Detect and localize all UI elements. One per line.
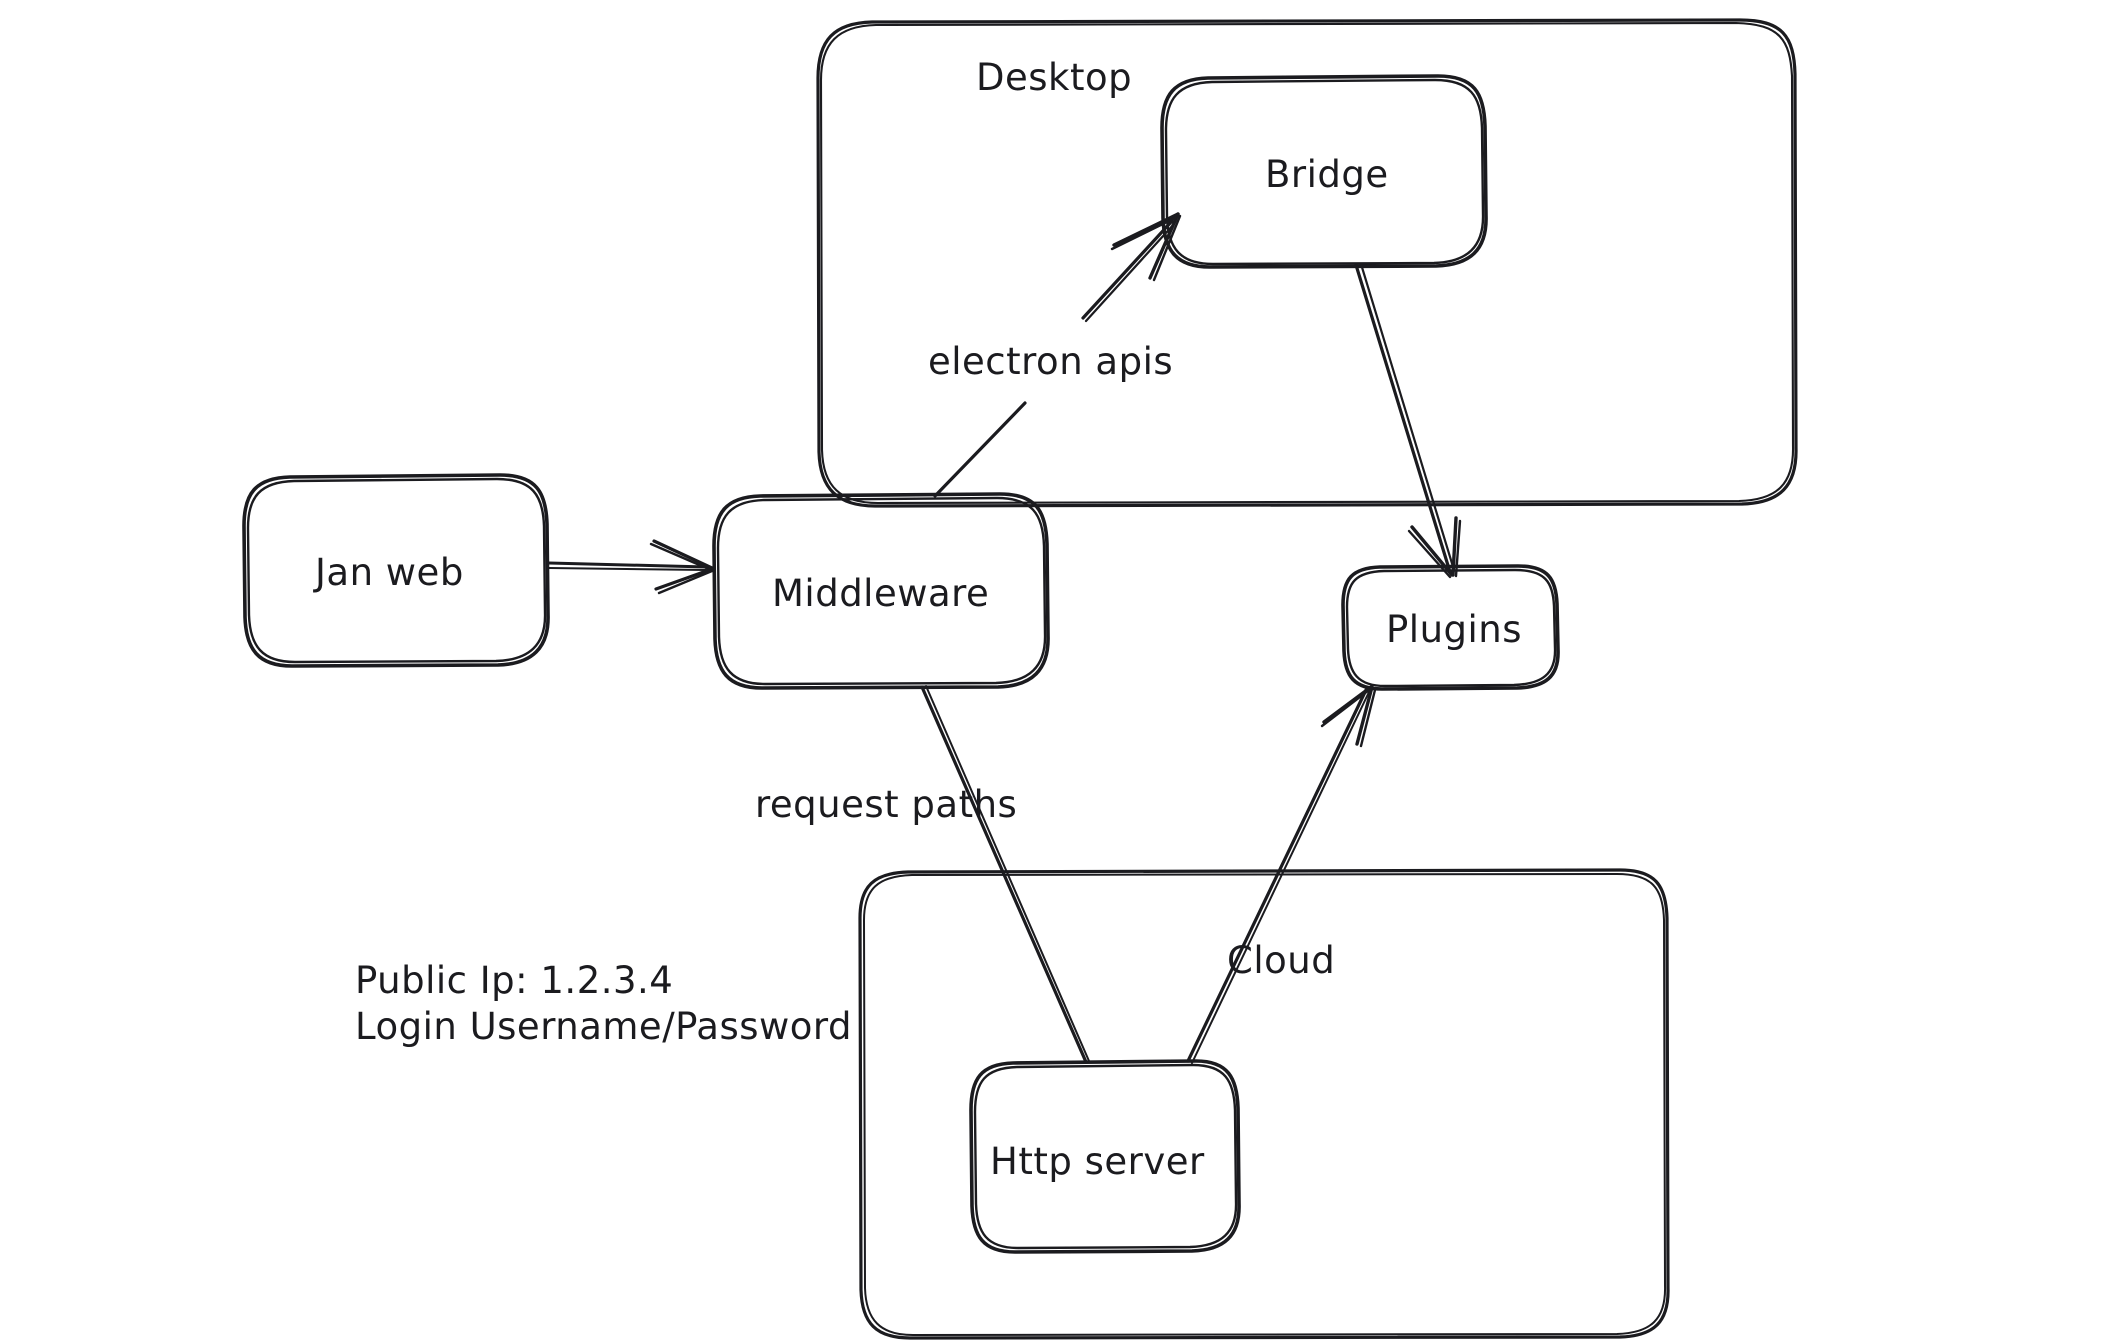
edge-label-electron-apis: electron apis	[928, 340, 1174, 383]
node-jan-web-outline	[242, 473, 550, 668]
group-desktop-outline	[816, 18, 1798, 508]
node-label-jan-web[interactable]: Jan web	[315, 551, 464, 594]
edge-middleware-to-bridge	[933, 212, 1182, 498]
node-label-http-server[interactable]: Http server	[990, 1140, 1205, 1183]
edge-http-server-to-plugins	[1186, 685, 1377, 1064]
node-label-middleware[interactable]: Middleware	[772, 572, 990, 615]
node-bridge-outline	[1160, 74, 1488, 269]
note-public-ip: Public Ip: 1.2.3.4 Login Username/Passwo…	[355, 958, 852, 1051]
node-http-server-outline	[969, 1059, 1241, 1254]
node-plugins-outline	[1341, 564, 1560, 691]
group-cloud-outline	[858, 868, 1670, 1340]
note-line-public-ip: Public Ip: 1.2.3.4	[355, 959, 674, 1002]
edge-label-cloud: Cloud	[1227, 939, 1336, 982]
node-label-bridge[interactable]: Bridge	[1265, 153, 1389, 196]
node-middleware-outline	[712, 492, 1050, 690]
edge-jan-web-to-middleware	[547, 539, 714, 595]
node-label-plugins[interactable]: Plugins	[1386, 608, 1523, 651]
group-label-desktop: Desktop	[976, 56, 1133, 99]
edge-label-request-paths: request paths	[755, 783, 1018, 826]
edge-middleware-to-http-server	[920, 685, 1090, 1064]
edge-bridge-to-plugins	[1354, 262, 1462, 579]
note-line-login: Login Username/Password	[355, 1005, 852, 1049]
